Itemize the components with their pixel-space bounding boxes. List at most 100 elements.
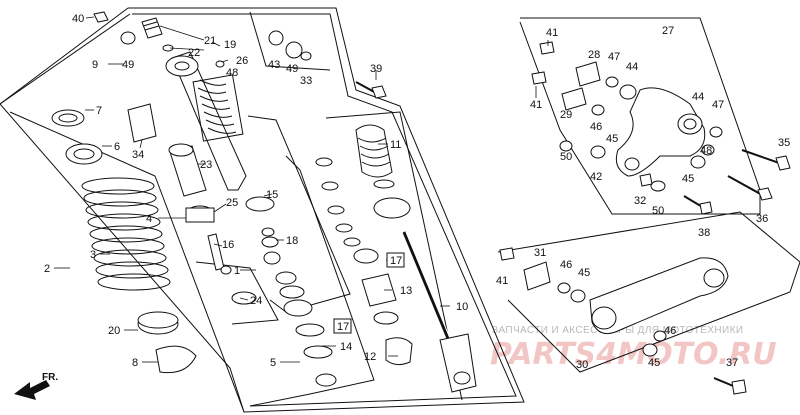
callout-16: 16	[222, 239, 234, 251]
callout-33: 33	[300, 75, 312, 87]
collar-31	[523, 261, 551, 291]
middle-parts-group	[168, 143, 361, 387]
callout-25: 25	[226, 197, 238, 209]
callout-9: 9	[92, 59, 98, 71]
circlip-24	[231, 291, 257, 305]
washer-18b	[261, 236, 279, 248]
frame-top-edge	[0, 13, 131, 105]
seal-45b	[690, 155, 706, 169]
washer-11	[373, 179, 395, 189]
callout-1: 1	[234, 265, 240, 277]
rod-seal-13	[361, 273, 397, 307]
callout-2: 2	[44, 263, 50, 275]
callout-box-17a	[333, 318, 352, 334]
callout-17a: 17	[337, 321, 349, 333]
bearing-cap	[373, 197, 411, 219]
piston-rod	[402, 231, 454, 349]
callout-49a: 49	[122, 59, 134, 71]
bump-rubber-12	[385, 337, 413, 366]
callout-36: 36	[756, 213, 768, 225]
collar-28	[575, 61, 601, 87]
front-arrow-icon	[14, 380, 50, 400]
nut-40	[93, 11, 109, 23]
connecting-rod-group	[499, 247, 729, 357]
nut-1	[220, 265, 232, 275]
washer-50b	[650, 180, 666, 192]
callout-47b: 47	[712, 99, 724, 111]
connecting-rod	[589, 257, 729, 335]
rod-guide	[373, 311, 399, 325]
callout-42: 42	[590, 171, 602, 183]
callout-39: 39	[370, 63, 382, 75]
callout-31: 31	[534, 247, 546, 259]
callout-15: 15	[266, 189, 278, 201]
callout-48a: 48	[226, 67, 238, 79]
callout-7: 7	[96, 105, 102, 117]
callout-14: 14	[340, 341, 352, 353]
front-label: FR.	[42, 372, 58, 383]
shock-arm	[615, 87, 706, 177]
stopper-8	[155, 345, 197, 374]
callout-labels: 40 9 49 21 22 19 26 48 43 49 33 7 34 6 2…	[44, 13, 790, 371]
reservoir-bellows	[192, 74, 244, 142]
callout-48b: 48	[700, 145, 712, 157]
rebound-stopper-14	[303, 345, 333, 359]
shim-1	[263, 251, 281, 265]
callout-13: 13	[400, 285, 412, 297]
subframe-middle	[249, 155, 375, 407]
coil-spring	[81, 177, 171, 291]
shim-stack-a	[275, 271, 297, 285]
callout-19: 19	[224, 39, 236, 51]
callout-17b: 17	[390, 255, 402, 267]
shock-body-group	[93, 11, 312, 191]
callout-30: 30	[576, 359, 588, 371]
label-34	[127, 103, 157, 143]
nut-41b	[531, 71, 547, 85]
front-direction-indicator: FR.	[14, 372, 58, 400]
seal-46c	[653, 330, 667, 342]
callout-43: 43	[268, 59, 280, 71]
callout-46b: 46	[560, 259, 572, 271]
washer-33	[300, 51, 312, 61]
subframe-upper	[247, 115, 351, 313]
bearing-42	[590, 145, 606, 159]
callout-26: 26	[236, 55, 248, 67]
callout-21: 21	[204, 35, 216, 47]
outer-frame-inner-line	[132, 13, 517, 407]
bearing-45c	[570, 289, 586, 303]
bump-rubber-11	[355, 124, 393, 178]
bearing-45d	[642, 343, 658, 357]
callout-44a: 44	[626, 61, 638, 73]
callout-47a: 47	[608, 51, 620, 63]
subframe-top	[249, 11, 331, 71]
callout-41c: 41	[496, 275, 508, 287]
callout-35: 35	[778, 137, 790, 149]
callout-18: 18	[286, 235, 298, 247]
callout-45c: 45	[578, 267, 590, 279]
cap-43	[268, 30, 284, 46]
outer-frame-line	[0, 7, 525, 413]
callout-22: 22	[188, 47, 200, 59]
callout-49b: 49	[286, 63, 298, 75]
callout-29: 29	[560, 109, 572, 121]
link-arm-group	[531, 41, 723, 192]
washer-50a	[559, 140, 573, 152]
callout-50b: 50	[652, 205, 664, 217]
callout-41a: 41	[546, 27, 558, 39]
callout-28: 28	[588, 49, 600, 61]
seal-47a	[605, 76, 619, 88]
seal-46a	[591, 104, 605, 116]
callout-24: 24	[250, 295, 262, 307]
callout-45d: 45	[648, 357, 660, 369]
bump-5	[315, 373, 337, 387]
nut-41c	[499, 247, 515, 261]
callout-37: 37	[726, 357, 738, 369]
damper-top-eye-hole	[174, 61, 190, 71]
callout-45b: 45	[682, 173, 694, 185]
shim-stack-b	[279, 285, 305, 299]
callout-41b: 41	[530, 99, 542, 111]
callout-8: 8	[132, 357, 138, 369]
washer-48	[215, 60, 225, 68]
link-arm-frame	[519, 17, 761, 215]
